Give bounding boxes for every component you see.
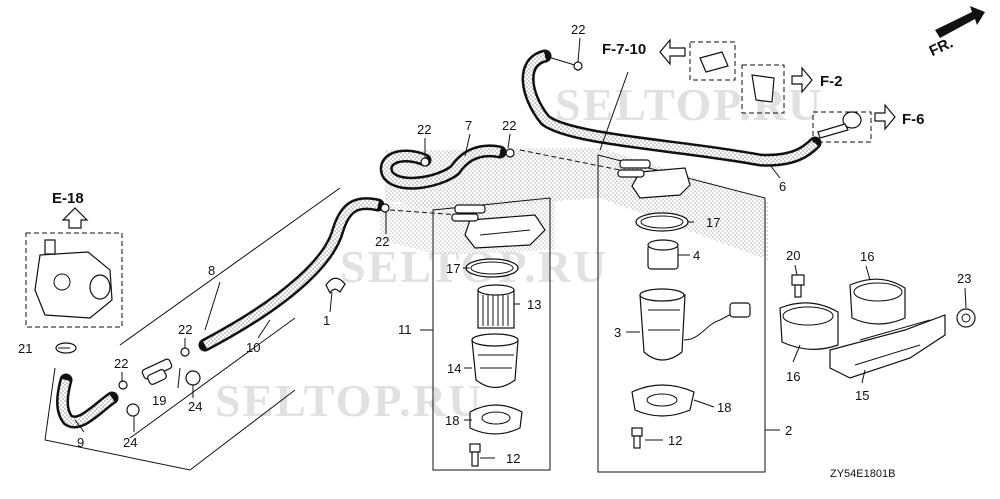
callout-18: 18 [445,413,459,428]
callout-11: 11 [398,322,412,337]
callout-24: 24 [188,399,202,414]
callout-21: 21 [18,341,32,356]
callout-9: 9 [77,435,84,450]
bolt-12-left [469,443,481,467]
filter-plate-18-right [631,384,695,417]
mount-16b [779,302,839,350]
callout-24: 24 [123,435,137,450]
filter-element-13 [477,284,515,329]
watermark: SELTOP.RU [555,79,823,130]
callout-20: 20 [786,248,800,263]
float-4 [647,239,679,270]
callout-22: 22 [571,22,585,37]
connector-frame-f6 [812,111,872,143]
filter-plate-18-left [469,404,523,435]
callout-13: 13 [527,297,541,312]
bracket-15 [829,314,946,379]
callout-12: 12 [668,433,682,448]
clip-22-small [118,61,583,390]
leader-lines [58,37,967,459]
callout-16: 16 [860,249,874,264]
callout-22: 22 [178,322,192,337]
callout-22: 22 [375,234,389,249]
fr-arrow-icon [935,6,985,38]
clamp-frame-f710 [689,41,736,81]
pump-inset-frame [25,232,123,328]
clamp-f2 [751,74,775,103]
f710-arrow [659,38,686,66]
callout-19: 19 [152,393,166,408]
callout-14: 14 [447,361,461,376]
e18-arrow [61,207,89,229]
f2-arrow [791,66,813,94]
filter-group-2-frame [597,154,766,473]
callout-15: 15 [855,388,869,403]
callout-8: 8 [208,263,215,278]
callout-3: 3 [614,325,621,340]
ref-f2-label: F-2 [820,73,843,90]
hose-7 [379,144,507,190]
filter-cap-right [617,159,691,199]
callout-6: 6 [779,179,786,194]
hose-9 [56,373,119,429]
callout-22: 22 [114,356,128,371]
clip-24b [126,403,140,417]
filter-cap-left [451,204,546,249]
callout-4: 4 [693,248,700,263]
routing-line [389,149,621,216]
fuel-pump [34,239,113,319]
bolt-20 [791,274,805,298]
callout-17: 17 [706,215,720,230]
filter-cup-3 [639,288,751,361]
callout-23: 23 [957,271,971,286]
mount-16a [849,278,906,325]
clamp-1 [325,277,346,295]
routing-line [44,367,296,471]
callout-22: 22 [417,122,431,137]
hose-10 [198,197,385,352]
callout-16: 16 [786,369,800,384]
clamp-frame-f2 [741,64,785,114]
callout-1: 1 [323,313,330,328]
watermark: SELTOP.RU [215,375,483,426]
routing-line [119,187,341,439]
connector-f6 [817,111,862,139]
joint-19 [141,358,173,385]
ref-f6-label: F-6 [902,111,925,128]
ref-f710-label: F-7-10 [602,41,646,58]
diagram-code: ZY54E1801B [830,468,895,480]
bolt-12-right [631,427,643,449]
filter-group-11-frame [432,197,551,471]
ref-e18-label: E-18 [52,190,84,207]
callout-18: 18 [717,400,731,415]
nut-23 [956,308,976,328]
clamp-f710 [699,51,729,73]
callout-2: 2 [785,423,792,438]
clip-24a [185,370,201,386]
callout-12: 12 [506,451,520,466]
callout-10: 10 [246,340,260,355]
callout-22: 22 [502,118,516,133]
direction-fr-label: FR. [927,34,956,60]
callout-17: 17 [446,261,460,276]
filter-cup-14 [471,333,519,389]
hose-6 [521,49,822,167]
f6-arrow [874,103,896,131]
callout-7: 7 [465,118,472,133]
